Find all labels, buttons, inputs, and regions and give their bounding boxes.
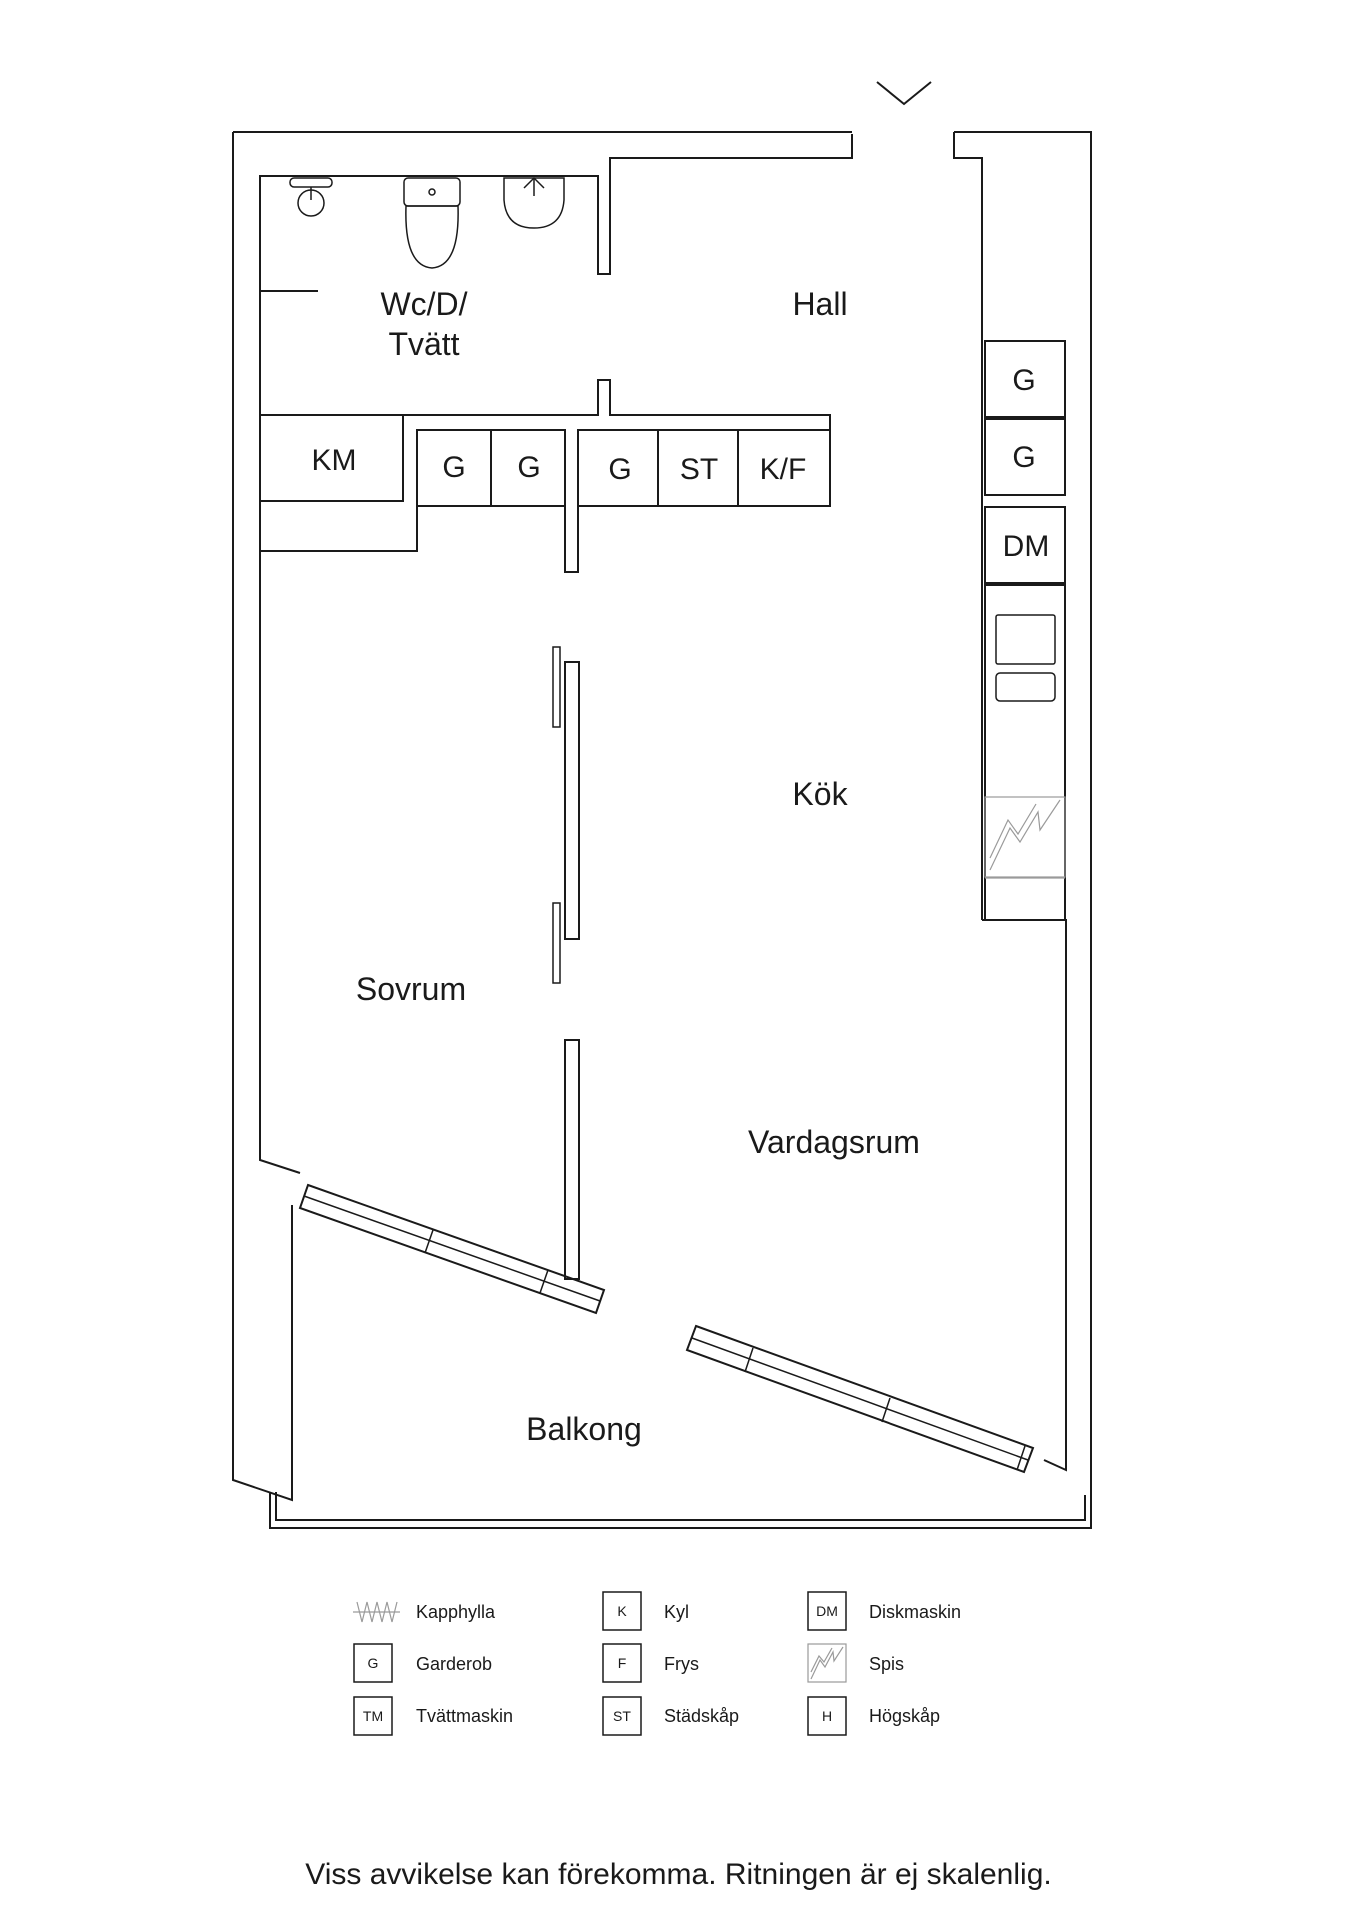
- fridge-freezer-label: K/F: [760, 453, 807, 486]
- coat-rack-icon: [353, 1601, 400, 1623]
- legend-code-garderob: G: [368, 1655, 379, 1671]
- km-cabinet-label: KM: [312, 444, 357, 477]
- legend-label-garderob: Garderob: [416, 1654, 492, 1674]
- wardrobe-3-label: G: [608, 453, 631, 486]
- legend-label-diskmaskin: Diskmaskin: [869, 1602, 961, 1622]
- room-label-sovrum: Sovrum: [356, 971, 466, 1007]
- room-label-kok: Kök: [792, 776, 848, 812]
- legend-code-stadskap: ST: [613, 1708, 631, 1724]
- legend-code-tvattmaskin: TM: [363, 1708, 383, 1724]
- oven-icon: [995, 614, 1056, 702]
- sink-icon: [289, 177, 333, 217]
- room-label-wc-line1: Wc/D/: [380, 286, 467, 322]
- km-cabinet: [259, 414, 404, 502]
- balcony-railing: [269, 1492, 1092, 1529]
- legend: Kapphylla G Garderob TM Tvättmaskin K Ky…: [353, 1591, 961, 1736]
- kitchen-cabinets: [984, 340, 1066, 921]
- living-room-window: [685, 1324, 1035, 1474]
- stove-icon: [984, 796, 1066, 879]
- legend-box-tvattmaskin: [353, 1696, 393, 1736]
- legend-label-stadskap: Städskåp: [664, 1706, 739, 1726]
- room-label-hall: Hall: [792, 286, 847, 322]
- legend-label-kyl: Kyl: [664, 1602, 689, 1622]
- sliding-partition: [552, 646, 580, 1280]
- legend-label-spis: Spis: [869, 1654, 904, 1674]
- exterior-walls: [232, 131, 1092, 1502]
- wardrobe-1-label: G: [442, 451, 465, 484]
- dishwasher-label: DM: [1003, 530, 1050, 563]
- legend-box-stadskap: [602, 1696, 642, 1736]
- legend-box-hogskap: [807, 1696, 847, 1736]
- entrance-arrow-icon: [876, 81, 932, 106]
- storage-row: [260, 429, 831, 573]
- hall-wardrobe-1-label: G: [1012, 364, 1035, 397]
- legend-box-frys: [602, 1643, 642, 1683]
- legend-label-tvattmaskin: Tvättmaskin: [416, 1706, 513, 1726]
- bedroom-window: [298, 1183, 606, 1315]
- legend-box-kyl: [602, 1591, 642, 1631]
- hall-wardrobe-2-label: G: [1012, 441, 1035, 474]
- shower-drain-icon: [503, 176, 565, 229]
- legend-stove-icon: [807, 1643, 847, 1683]
- legend-box-garderob: [353, 1643, 393, 1683]
- legend-label-hogskap: Högskåp: [869, 1706, 940, 1726]
- legend-code-kyl: K: [617, 1603, 627, 1619]
- wardrobe-2-label: G: [517, 451, 540, 484]
- legend-label-frys: Frys: [664, 1654, 699, 1674]
- room-label-wc-line2: Tvätt: [388, 326, 459, 362]
- cleaning-cabinet-label: ST: [680, 453, 718, 486]
- legend-code-hogskap: H: [822, 1708, 832, 1724]
- room-label-balkong: Balkong: [526, 1411, 642, 1447]
- disclaimer-text: Viss avvikelse kan förekomma. Ritningen …: [305, 1858, 1052, 1891]
- toilet-icon: [403, 177, 461, 269]
- legend-label-kapphylla: Kapphylla: [416, 1602, 496, 1622]
- legend-code-diskmaskin: DM: [816, 1603, 838, 1619]
- legend-code-frys: F: [618, 1655, 627, 1671]
- legend-box-diskmaskin: [807, 1591, 847, 1631]
- room-label-vardagsrum: Vardagsrum: [748, 1124, 920, 1160]
